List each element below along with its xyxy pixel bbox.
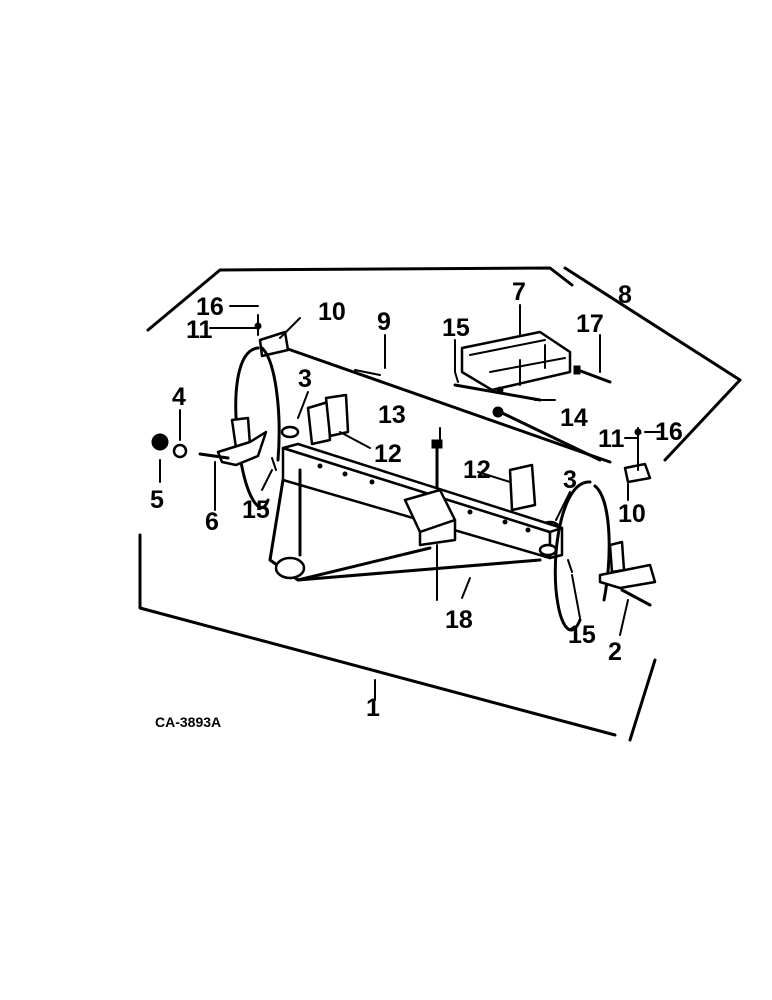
callout-5: 5	[150, 486, 164, 514]
callout-11-left: 11	[186, 316, 213, 344]
callouts: 16 11 10 9 15 7 8 17 3 4 13 14 11 16 12 …	[150, 278, 683, 722]
left-spindle	[151, 416, 268, 467]
callout-16-left: 16	[196, 293, 224, 321]
callout-14: 14	[560, 404, 588, 432]
callout-3-left: 3	[298, 365, 312, 393]
callout-15-left: 15	[242, 496, 270, 524]
figure-code: CA-3893A	[155, 714, 221, 730]
callout-17: 17	[576, 310, 604, 338]
bolt-17	[573, 365, 612, 384]
callout-12-left: 12	[374, 440, 402, 468]
lower-bracket-1	[138, 533, 657, 742]
washer-left	[280, 425, 300, 439]
callout-16-right: 16	[655, 418, 683, 446]
clamp-bracket-left	[306, 393, 350, 446]
right-spindle	[598, 540, 657, 607]
right-wheel	[553, 480, 611, 632]
tie-rod	[283, 346, 612, 464]
cotter-15-top	[454, 371, 459, 383]
callout-6: 6	[205, 508, 219, 536]
cotter-15-right	[567, 559, 573, 573]
upper-bracket-8	[146, 266, 742, 462]
callout-8: 8	[618, 281, 632, 309]
callout-9: 9	[377, 308, 391, 336]
callout-10-right: 10	[618, 500, 646, 528]
callout-18: 18	[445, 606, 473, 634]
callout-3-right: 3	[563, 466, 577, 494]
callout-7: 7	[512, 278, 526, 306]
callout-12-right: 12	[463, 456, 491, 484]
leader-lines	[159, 304, 661, 701]
callout-1: 1	[366, 694, 380, 722]
drag-link	[453, 383, 602, 462]
bracket-assembly	[460, 330, 572, 394]
radius-rod	[268, 468, 542, 601]
callout-4: 4	[172, 383, 186, 411]
pivot-block	[403, 488, 457, 547]
callout-10-left: 10	[318, 298, 346, 326]
callout-2: 2	[608, 638, 622, 666]
cotter-15-left	[271, 457, 277, 471]
clamp-bracket-right	[508, 463, 537, 512]
callout-13: 13	[378, 401, 406, 429]
callout-11-right: 11	[598, 425, 625, 453]
callout-15-top: 15	[442, 314, 470, 342]
right-steering-arm	[623, 427, 652, 484]
callout-15-right: 15	[568, 621, 596, 649]
